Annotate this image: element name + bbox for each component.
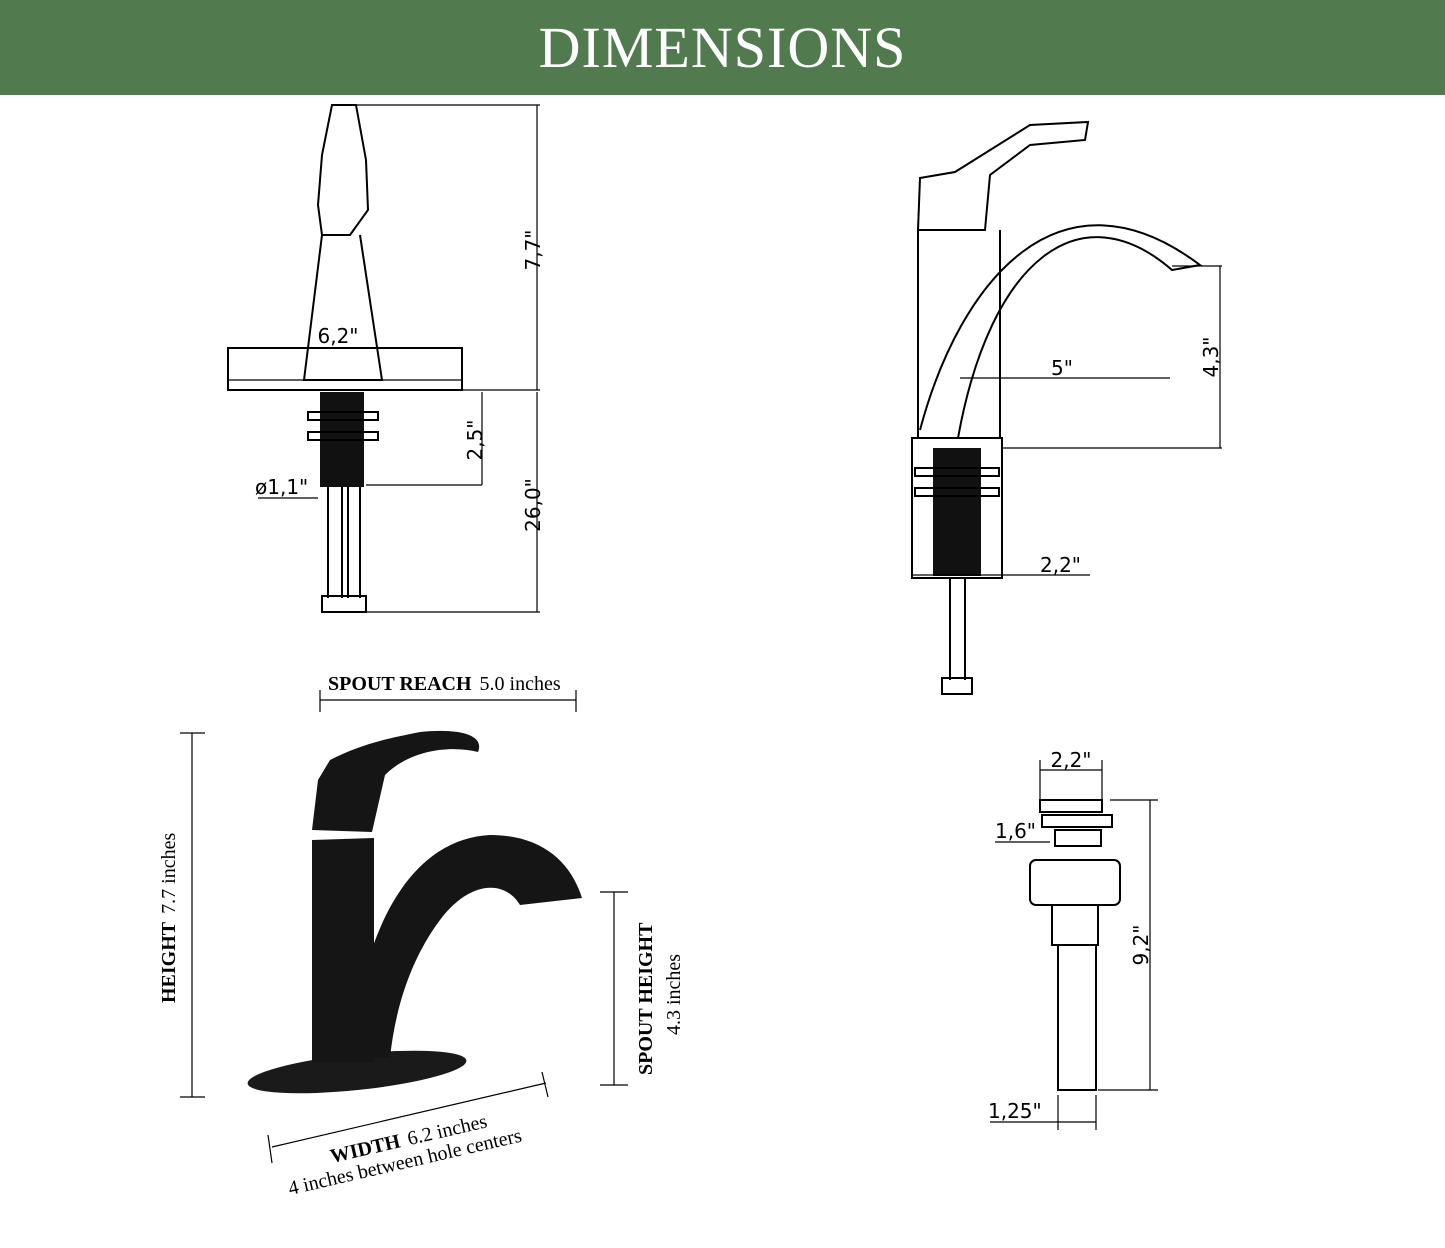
side-base-label: 2,2" — [1040, 553, 1081, 577]
drain-flange-label: 1,6" — [995, 819, 1036, 843]
front-diameter-label: ø1,1" — [255, 475, 308, 499]
drain-top-label: 2,2" — [1050, 748, 1091, 772]
drain-pipe-label: 1,25" — [988, 1099, 1042, 1123]
spout-height-value: 4.3 inches — [663, 954, 685, 1035]
faucet-photo — [180, 690, 628, 1164]
drain-view-drawing — [990, 760, 1158, 1130]
front-hose-label: 26,0" — [521, 478, 545, 532]
front-view-drawing — [227, 104, 540, 613]
height-label: HEIGHT 7.7 inches — [158, 833, 180, 1003]
front-shank-label: 2,5" — [463, 419, 487, 460]
side-spout-height-label: 4,3" — [1199, 336, 1223, 377]
side-view-drawing — [911, 120, 1222, 695]
spout-reach-label: SPOUT REACH 5.0 inches — [328, 673, 561, 695]
page-title: DIMENSIONS — [538, 15, 907, 80]
spout-height-label: SPOUT HEIGHT — [635, 922, 657, 1075]
side-reach-label: 5" — [1051, 356, 1073, 380]
header-banner: DIMENSIONS — [0, 0, 1445, 95]
front-width-label: 6,2" — [317, 324, 358, 348]
drain-length-label: 9,2" — [1129, 924, 1153, 965]
front-height-label: 7,7" — [521, 229, 545, 270]
